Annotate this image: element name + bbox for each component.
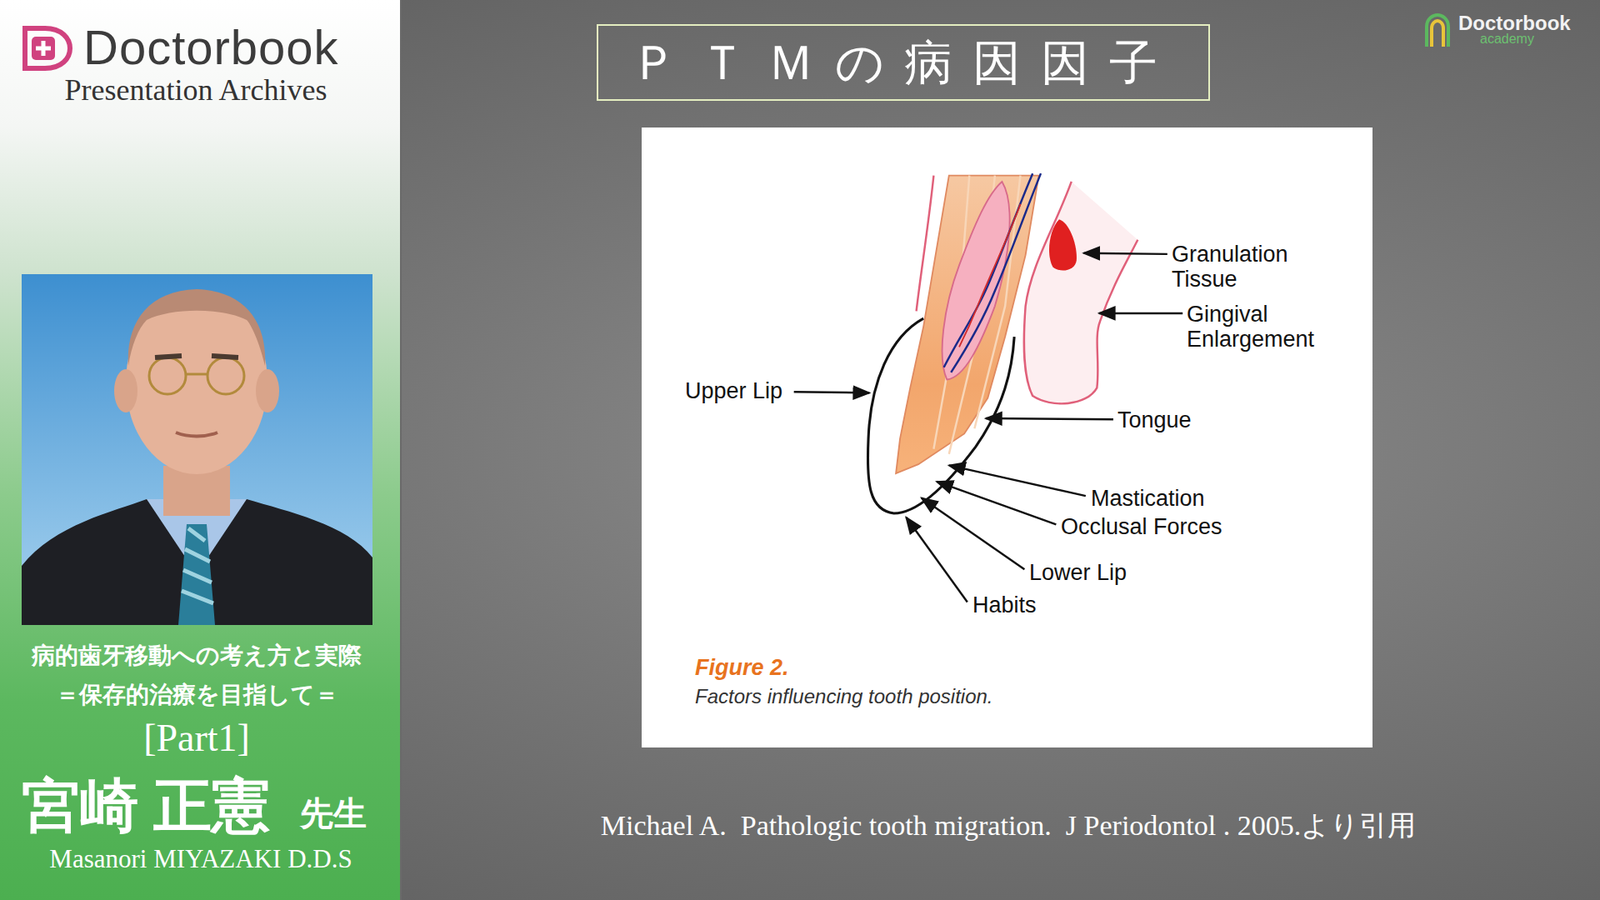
figure-label: Tongue (1117, 407, 1192, 433)
honorific: 先生 (300, 793, 367, 835)
logo-icon (20, 25, 74, 72)
figure-number: Figure 2. (695, 654, 790, 681)
figure-label: Habits (972, 592, 1037, 618)
logo-text: Doctorbook (83, 18, 340, 77)
figure-label: Occlusal Forces (1060, 514, 1223, 540)
part-label: [Part1] (0, 715, 394, 762)
talk-title: 病的歯牙移動への考え方と実際 (0, 640, 394, 671)
figure-label: Gingival Enlargement (1186, 301, 1354, 352)
academy-logo-icon (1423, 13, 1452, 49)
slide-title: ＰＴＭの病因因子 (596, 24, 1210, 101)
academy-logo-sub: academy (1480, 31, 1535, 47)
citation: Michael A. Pathologic tooth migration. J… (466, 808, 1550, 844)
speaker-photo (21, 274, 373, 625)
academy-logo-text: Doctorbook (1458, 11, 1571, 35)
logo-subtitle: Presentation Archives (0, 71, 392, 109)
talk-subtitle: ＝保存的治療を目指して＝ (0, 680, 394, 710)
speaker-name: 宮崎 正憲 (21, 771, 270, 842)
figure-label: Upper Lip (685, 378, 783, 404)
figure-label: Lower Lip (1029, 560, 1127, 585)
figure-caption: Factors influencing tooth position. (695, 684, 994, 710)
figure-label: Granulation Tissue (1171, 241, 1314, 292)
speaker-romaji: Masanori MIYAZAKI D.D.S (0, 843, 402, 875)
figure-label: Mastication (1090, 485, 1205, 511)
